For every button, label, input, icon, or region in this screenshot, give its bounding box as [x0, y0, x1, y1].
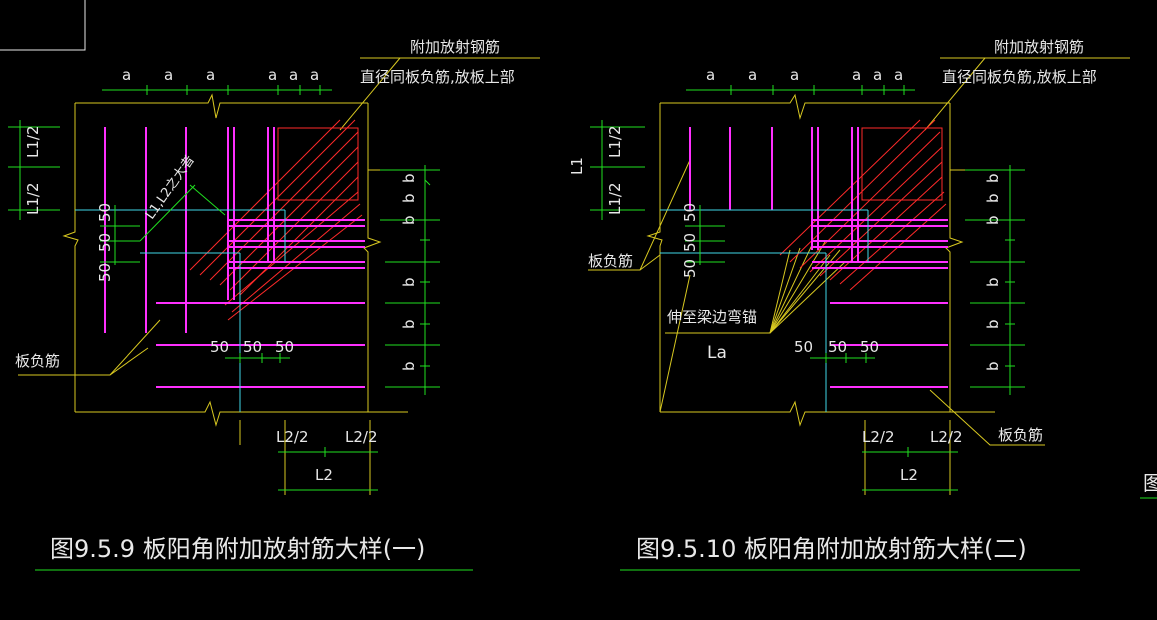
- dimension-lines-right: [590, 89, 1080, 571]
- dim-l2-right: L2: [900, 466, 918, 484]
- dim-50-side-3: 50: [96, 263, 114, 282]
- dimension-ticks-left: [146, 85, 431, 457]
- dim-b-4-right: b: [984, 277, 1002, 287]
- plate-bars-horizontal-left: [156, 219, 365, 388]
- dimension-ticks-right: [730, 85, 1015, 457]
- dim-b-1-right: b: [984, 173, 1002, 183]
- detail-left: 附加放射钢筋 直径同板负筋,放板上部 a a a a a a L1/2 L1/2…: [8, 38, 540, 571]
- dim-b-5: b: [400, 319, 418, 329]
- dim-50-side-2-right: 50: [681, 233, 699, 252]
- diag-label: L1,L2之大者: [143, 153, 198, 222]
- dim-50-bottom-1: 50: [210, 338, 229, 356]
- dim-b-4: b: [400, 277, 418, 287]
- detail-right: 附加放射钢筋 直径同板负筋,放板上部 a a a a a a L1/2 L1/2…: [568, 38, 1130, 571]
- dim-a-2-right: a: [748, 66, 757, 84]
- dim-l1-half-top: L1/2: [24, 126, 42, 159]
- la-label: La: [707, 343, 727, 363]
- dim-a-3: a: [206, 66, 215, 84]
- dim-a-1: a: [122, 66, 131, 84]
- anchor-label: 伸至梁边弯锚: [667, 308, 757, 326]
- plate-bars-vertical-left: [104, 127, 275, 333]
- figure-title-right: 图9.5.10 板阳角附加放射筋大样(二): [636, 535, 1027, 563]
- radial-bar-note-line1-right: 附加放射钢筋: [994, 38, 1084, 56]
- dim-l1-right: L1: [568, 157, 586, 175]
- dim-a-5: a: [289, 66, 298, 84]
- dim-a-6: a: [310, 66, 319, 84]
- dim-b-2: b: [400, 193, 418, 203]
- slab-outline-right: [588, 57, 1130, 495]
- dim-l2-half-2-right: L2/2: [930, 428, 963, 446]
- plate-bar-label-left: 板负筋: [588, 252, 633, 270]
- figure-title-left: 图9.5.9 板阳角附加放射筋大样(一): [50, 535, 425, 563]
- dim-50-side-2: 50: [96, 233, 114, 252]
- dim-l2-half-2: L2/2: [345, 428, 378, 446]
- dim-a-6-right: a: [894, 66, 903, 84]
- dim-a-5-right: a: [873, 66, 882, 84]
- radial-bar-note-line2-right: 直径同板负筋,放板上部: [942, 68, 1097, 86]
- dim-50-bottom-2: 50: [243, 338, 262, 356]
- dim-b-3: b: [400, 215, 418, 225]
- dim-50-side-1-right: 50: [681, 203, 699, 222]
- dim-50-bottom-3: 50: [275, 338, 294, 356]
- plate-bar-label-right: 板负筋: [998, 426, 1043, 444]
- annotations-left: 附加放射钢筋 直径同板负筋,放板上部 a a a a a a L1/2 L1/2…: [15, 38, 515, 563]
- annotations-right: 附加放射钢筋 直径同板负筋,放板上部 a a a a a a L1/2 L1/2…: [568, 38, 1097, 563]
- viewport-frame-corner: [0, 0, 86, 51]
- dim-b-6-right: b: [984, 361, 1002, 371]
- dim-b-1: b: [400, 173, 418, 183]
- dim-a-4-right: a: [852, 66, 861, 84]
- dim-l1-half-bottom-right: L1/2: [606, 183, 624, 216]
- dim-l2-half-1-right: L2/2: [862, 428, 895, 446]
- beam-lines-right: [660, 209, 869, 412]
- dim-50-side-1: 50: [96, 203, 114, 222]
- dim-50-bottom-1-right: 50: [794, 338, 813, 356]
- dim-a-4: a: [268, 66, 277, 84]
- dim-50-bottom-2-right: 50: [828, 338, 847, 356]
- radial-bar-note-line2: 直径同板负筋,放板上部: [360, 68, 515, 86]
- dim-l2-half-1: L2/2: [276, 428, 309, 446]
- radial-bar-note-line1: 附加放射钢筋: [410, 38, 500, 56]
- dim-l1-half-top-right: L1/2: [606, 126, 624, 159]
- dim-a-3-right: a: [790, 66, 799, 84]
- plate-bar-label: 板负筋: [15, 352, 60, 370]
- dim-b-2-right: b: [984, 193, 1002, 203]
- dim-50-side-3-right: 50: [681, 259, 699, 278]
- dim-b-3-right: b: [984, 215, 1002, 225]
- plate-bars-vertical-right: [689, 127, 859, 262]
- dim-a-1-right: a: [706, 66, 715, 84]
- dim-a-2: a: [164, 66, 173, 84]
- plate-bars-horizontal-right: [812, 219, 948, 388]
- beam-lines-left: [75, 209, 286, 412]
- dim-50-bottom-3-right: 50: [860, 338, 879, 356]
- dimension-lines-left: [8, 89, 473, 571]
- radial-bar-hatch-right: [779, 119, 947, 291]
- edge-fragment-text: 图: [1143, 471, 1157, 495]
- dim-b-5-right: b: [984, 319, 1002, 329]
- dim-l1-half-bottom: L1/2: [24, 183, 42, 216]
- dim-b-6: b: [400, 361, 418, 371]
- dim-l2: L2: [315, 466, 333, 484]
